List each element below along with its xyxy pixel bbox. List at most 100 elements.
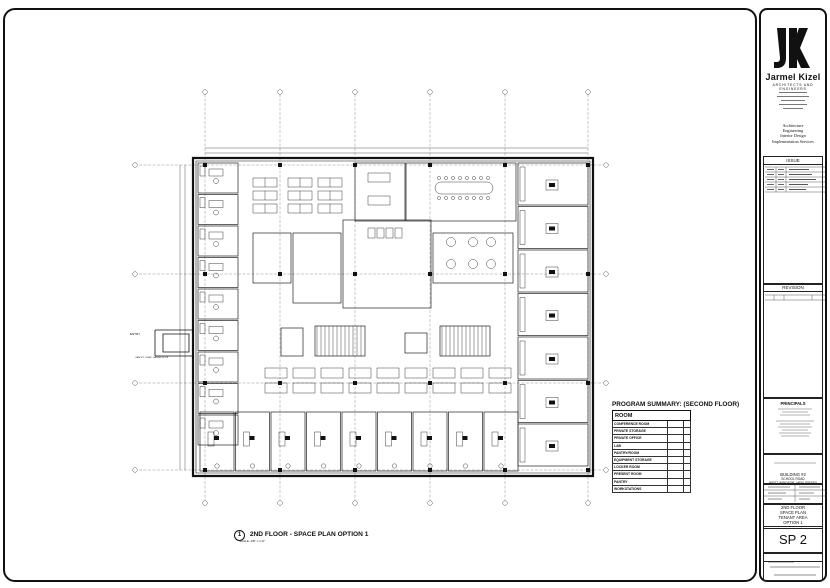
office-room	[197, 351, 239, 383]
summary-cell	[683, 463, 691, 472]
chair	[213, 209, 219, 216]
issue-box: ISSUE	[763, 156, 825, 285]
grid-bubble	[603, 467, 609, 473]
exterior-wall	[191, 156, 595, 478]
drawing-marker: 1	[234, 530, 245, 541]
lab-equipment	[356, 436, 361, 440]
chair	[392, 463, 397, 469]
structural-column	[586, 272, 590, 276]
desk	[545, 440, 559, 452]
chair	[458, 176, 462, 180]
column-grid	[132, 89, 609, 506]
title-block: Jarmel Kizel ARCHITECTS AND ENGINEERS Ar…	[759, 8, 827, 582]
workstation	[320, 367, 344, 379]
conference-table	[434, 181, 494, 195]
elevator	[404, 332, 428, 354]
workstation	[264, 367, 288, 379]
grid-bubble	[202, 500, 208, 506]
building-walls	[154, 156, 595, 478]
lab-room	[292, 232, 342, 304]
floor-plan	[132, 89, 609, 506]
structural-column	[203, 272, 207, 276]
desk	[545, 397, 559, 408]
furniture	[199, 165, 559, 469]
project-data-grid	[764, 484, 826, 502]
lab-room	[341, 411, 377, 472]
date-rule	[768, 561, 794, 563]
grid-bubble	[427, 89, 433, 95]
monitor	[549, 400, 555, 405]
structural-column	[586, 468, 590, 472]
chair	[250, 463, 255, 469]
structural-column	[203, 381, 207, 385]
summary-room: PRIVATE STORAGE	[612, 427, 668, 436]
summary-room: PRESENT ROOM	[612, 470, 668, 479]
stairwell	[314, 325, 366, 357]
grid-bubble	[502, 89, 508, 95]
toilet-stall	[394, 227, 403, 239]
chair	[213, 241, 219, 247]
office-room	[197, 257, 239, 288]
grid-bubble	[427, 500, 433, 506]
workstation	[404, 382, 428, 394]
sheet-number: SP 2	[763, 526, 823, 554]
summary-row: PRIVATE STORAGE	[612, 427, 691, 436]
workstation	[460, 367, 484, 379]
stairwell	[439, 325, 491, 357]
storage-room	[252, 232, 292, 284]
desk	[208, 326, 224, 334]
chair	[214, 463, 220, 469]
lab-room	[270, 411, 306, 472]
chair	[444, 196, 448, 200]
summary-cell	[667, 463, 684, 472]
structural-column	[353, 163, 357, 167]
summary-cell	[667, 441, 684, 450]
office-room	[517, 249, 589, 293]
firm-address	[761, 89, 825, 110]
lab-equipment	[320, 436, 326, 440]
cabinet	[199, 228, 206, 240]
cabinet	[199, 291, 206, 303]
revision-header: REVISION	[764, 284, 822, 292]
summary-row: PANTRY	[612, 477, 691, 486]
summary-row: EQUIPMENT STORAGE	[612, 455, 691, 465]
firm-services: Architecture Engineering Interior Design…	[761, 123, 825, 144]
firm-logo	[771, 27, 815, 73]
grid-bubble	[585, 500, 591, 506]
workstation	[348, 367, 372, 379]
summary-cell	[683, 448, 691, 457]
restroom-core	[342, 219, 432, 309]
structural-column	[428, 468, 432, 472]
conference-table	[367, 195, 391, 206]
chair	[451, 176, 455, 180]
lab-equipment	[391, 436, 397, 440]
service-item: Engineering	[782, 128, 804, 134]
structural-column	[203, 468, 207, 472]
workstation	[488, 382, 512, 394]
cabinet	[199, 165, 206, 177]
desk	[208, 420, 224, 429]
structural-column	[278, 272, 282, 276]
service-item: Implementation Services	[772, 138, 814, 144]
workstation	[320, 382, 344, 394]
workstation	[376, 367, 400, 379]
office-room	[517, 380, 589, 423]
lab-room	[235, 411, 270, 472]
columns-and-equipment	[203, 163, 590, 472]
chair	[479, 176, 483, 180]
summary-cell	[667, 455, 684, 465]
conference-room	[354, 162, 406, 222]
desk	[545, 223, 559, 234]
structural-column	[278, 163, 282, 167]
chair	[472, 196, 476, 200]
lab-bench	[491, 431, 499, 447]
structural-column	[203, 163, 207, 167]
cabinet	[519, 427, 526, 463]
cabinet	[519, 210, 526, 245]
summary-row: PRIVATE OFFICE	[612, 434, 691, 443]
lab-room	[199, 411, 235, 472]
pantry-room	[432, 232, 514, 284]
revision-table	[765, 294, 825, 301]
structural-column	[278, 468, 282, 472]
